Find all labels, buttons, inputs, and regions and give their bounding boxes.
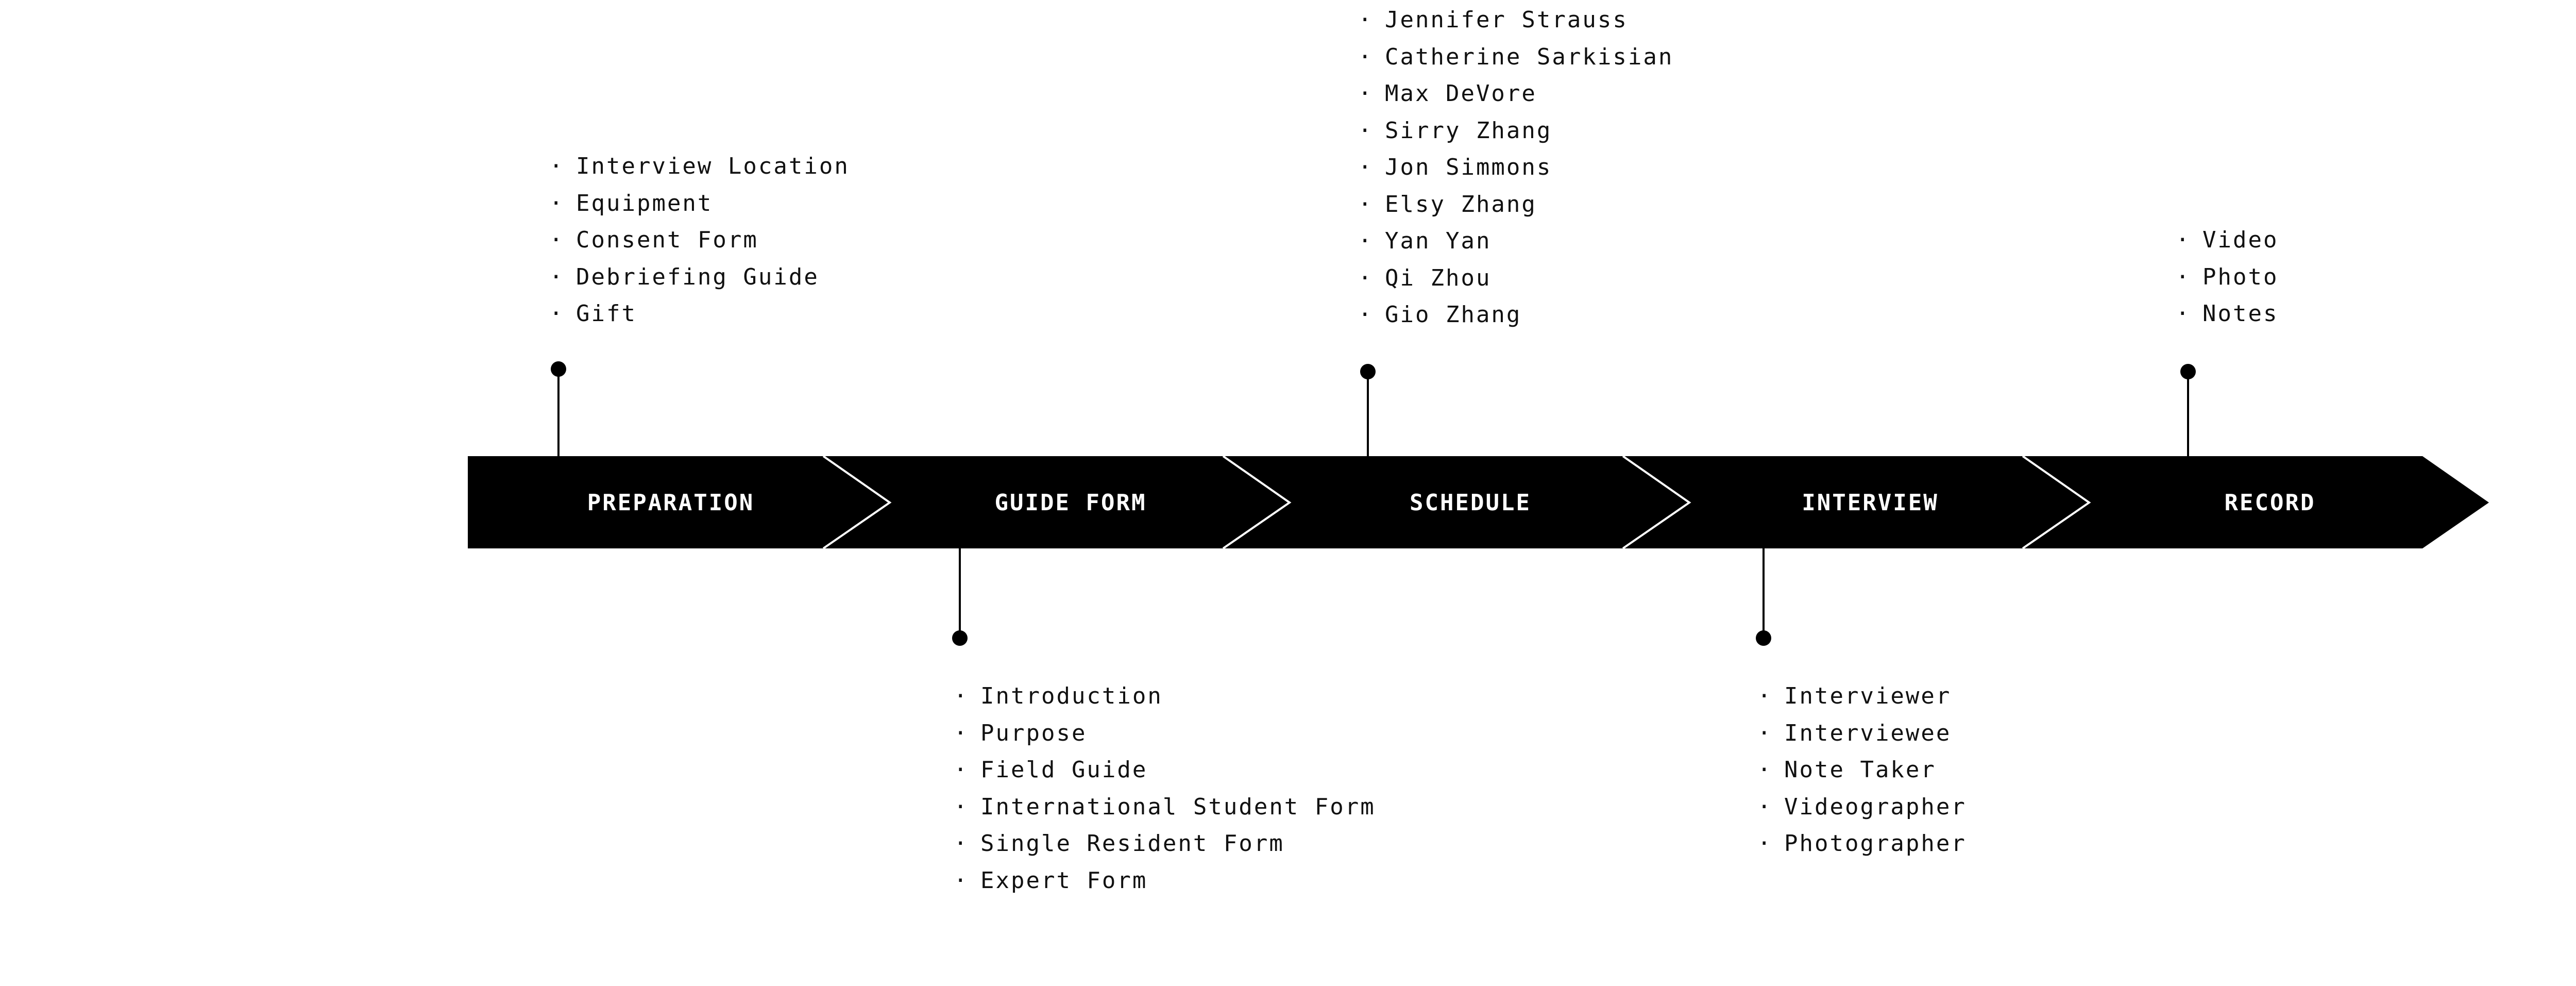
- list-item: ·Debriefing Guide: [549, 259, 850, 296]
- list-item: ·Videographer: [1757, 789, 1967, 826]
- list-item: ·Note Taker: [1757, 751, 1967, 789]
- bullet-icon: ·: [1757, 683, 1773, 709]
- list-item: ·Expert Form: [954, 862, 1376, 899]
- list-item: ·Field Guide: [954, 751, 1376, 789]
- list-item: ·Interviewee: [1757, 715, 1967, 752]
- bullet-icon: ·: [549, 227, 565, 253]
- stage-segment-guide-form: [823, 456, 1290, 548]
- connector-record: [2180, 364, 2196, 456]
- bullet-icon: ·: [549, 263, 565, 290]
- chevron-divider: [1222, 455, 1292, 549]
- list-item: ·Interviewer: [1757, 678, 1967, 715]
- connector-preparation: [551, 361, 566, 456]
- bullet-icon: ·: [2176, 300, 2191, 327]
- list-item: ·Yan Yan: [1358, 223, 1673, 260]
- bullet-icon: ·: [954, 720, 969, 746]
- pin-dot: [1756, 630, 1771, 646]
- list-item: ·International Student Form: [954, 789, 1376, 826]
- connector-schedule: [1360, 364, 1376, 456]
- stage-label-record: RECORD: [2225, 490, 2316, 516]
- stage-segment-record: [2023, 456, 2489, 548]
- pin-dot: [1360, 364, 1376, 379]
- stage-label-preparation: PREPARATION: [587, 490, 754, 516]
- stage-label-guide-form: GUIDE FORM: [995, 490, 1147, 516]
- bullet-icon: ·: [1358, 154, 1374, 180]
- chevron-divider: [2022, 455, 2091, 549]
- list-item: ·Jon Simmons: [1358, 149, 1673, 186]
- list-item: ·Elsy Zhang: [1358, 186, 1673, 223]
- bullet-icon: ·: [2176, 263, 2191, 290]
- bullet-icon: ·: [1757, 757, 1773, 783]
- bullet-icon: ·: [1757, 720, 1773, 746]
- bullet-icon: ·: [1358, 264, 1374, 291]
- stage-segment-schedule: [1223, 456, 1689, 548]
- bullet-icon: ·: [549, 300, 565, 327]
- list-item: ·Gio Zhang: [1358, 296, 1673, 333]
- list-item: ·Qi Zhou: [1358, 260, 1673, 297]
- stage-label-schedule: SCHEDULE: [1410, 490, 1531, 516]
- guide-form-item-list: ·Introduction ·Purpose ·Field Guide ·Int…: [954, 678, 1376, 899]
- bullet-icon: ·: [1358, 302, 1374, 328]
- bullet-icon: ·: [1358, 191, 1374, 218]
- list-item: ·Introduction: [954, 678, 1376, 715]
- list-item: ·Notes: [2176, 295, 2278, 332]
- chevron-divider: [1622, 455, 1691, 549]
- bullet-icon: ·: [1358, 80, 1374, 107]
- stage-label-interview: INTERVIEW: [1802, 490, 1938, 516]
- list-item: ·Jennifer Strauss: [1358, 2, 1673, 39]
- schedule-item-list: ·Jennifer Strauss ·Catherine Sarkisian ·…: [1358, 2, 1673, 333]
- record-item-list: ·Video ·Photo ·Notes: [2176, 222, 2278, 332]
- list-item: ·Interview Location: [549, 148, 850, 185]
- list-item: ·Photographer: [1757, 825, 1967, 862]
- bullet-icon: ·: [1358, 43, 1374, 70]
- bullet-icon: ·: [954, 793, 969, 820]
- list-item: ·Max DeVore: [1358, 75, 1673, 112]
- bullet-icon: ·: [2176, 227, 2191, 253]
- bullet-icon: ·: [1757, 793, 1773, 820]
- connector-guide-form: [952, 548, 968, 646]
- bullet-icon: ·: [1358, 7, 1374, 33]
- stage-segment-preparation: [468, 456, 890, 548]
- chevron-divider: [822, 455, 892, 549]
- list-item: ·Sirry Zhang: [1358, 112, 1673, 149]
- pin-dot: [551, 361, 566, 377]
- preparation-item-list: ·Interview Location ·Equipment ·Consent …: [549, 148, 850, 332]
- bullet-icon: ·: [954, 683, 969, 709]
- list-item: ·Consent Form: [549, 222, 850, 259]
- pin-dot: [2180, 364, 2196, 379]
- bullet-icon: ·: [1757, 830, 1773, 857]
- bullet-icon: ·: [954, 867, 969, 894]
- bullet-icon: ·: [954, 830, 969, 857]
- list-item: ·Equipment: [549, 185, 850, 222]
- list-item: ·Gift: [549, 295, 850, 332]
- list-item: ·Single Resident Form: [954, 825, 1376, 862]
- list-item: ·Photo: [2176, 259, 2278, 296]
- bullet-icon: ·: [549, 190, 565, 216]
- bullet-icon: ·: [1358, 228, 1374, 254]
- bullet-icon: ·: [549, 153, 565, 179]
- bullet-icon: ·: [954, 757, 969, 783]
- list-item: ·Video: [2176, 222, 2278, 259]
- interview-item-list: ·Interviewer ·Interviewee ·Note Taker ·V…: [1757, 678, 1967, 862]
- connector-interview: [1756, 548, 1771, 646]
- list-item: ·Purpose: [954, 715, 1376, 752]
- pin-dot: [952, 630, 968, 646]
- stage-segment-interview: [1623, 456, 2089, 548]
- list-item: ·Catherine Sarkisian: [1358, 39, 1673, 76]
- bullet-icon: ·: [1358, 117, 1374, 144]
